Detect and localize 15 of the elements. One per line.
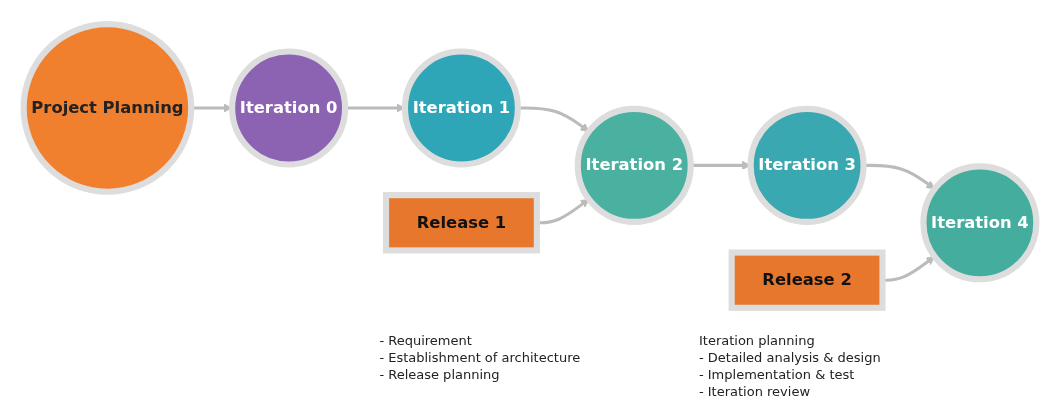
note-text: Iteration planning [698, 332, 816, 349]
node-circle: Iteration 3 [747, 105, 867, 225]
note-text: - Requirement [379, 332, 473, 349]
note-text: - Release planning [379, 366, 501, 383]
node-box: Release 2 [728, 249, 886, 311]
note-text: - Implementation & test [698, 366, 856, 383]
node-circle: Project Planning [20, 21, 195, 195]
note-text: - Iteration review [698, 383, 812, 400]
node-circle: Iteration 0 [229, 48, 349, 168]
note-text: - Establishment of architecture [379, 349, 581, 366]
node-circle: Iteration 2 [574, 105, 694, 225]
node-circle: Iteration 1 [401, 48, 521, 168]
note-text: - Detailed analysis & design [698, 349, 881, 366]
node-circle: Iteration 4 [920, 163, 1040, 283]
node-box: Release 1 [382, 192, 540, 254]
